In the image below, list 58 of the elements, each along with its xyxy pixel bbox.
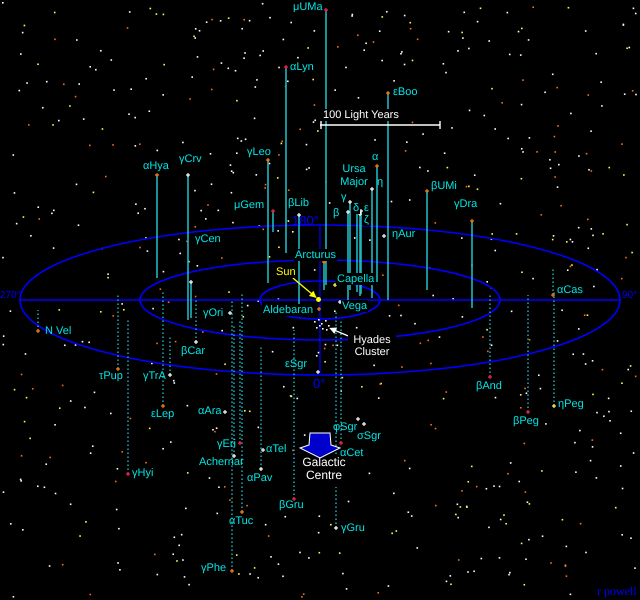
star-label: τPup <box>98 370 124 382</box>
cluster-label: Hyades Cluster <box>348 334 396 358</box>
star-label: σSgr <box>357 430 382 442</box>
star-label: γPhe <box>200 562 228 574</box>
star-label: β <box>332 207 340 219</box>
star-label: αTel <box>265 443 288 455</box>
star-label: βLib <box>287 197 310 209</box>
star-label: γEri <box>216 438 237 450</box>
sun-label: Sun <box>275 266 297 278</box>
star-label: α <box>371 151 380 163</box>
star-label: γGru <box>340 522 366 534</box>
scale-label: 100 Light Years <box>322 109 400 121</box>
star-label: αCet <box>340 447 364 459</box>
star-label: γOri <box>202 307 224 319</box>
star-label: αCas <box>556 284 584 296</box>
star-label: αLyn <box>289 61 315 73</box>
star-label: αTuc <box>228 515 254 527</box>
star-label: Aldebaran <box>262 304 314 316</box>
axis-degree-label: 0° <box>313 378 326 390</box>
star-cluster-drawing <box>312 318 330 331</box>
star-label: ηAur <box>391 228 416 240</box>
star-label: γCen <box>194 233 222 245</box>
star-label: μUMa <box>292 1 324 13</box>
leader-line <box>329 328 348 336</box>
star-label: βGru <box>278 499 305 511</box>
star-label: η <box>376 176 384 188</box>
star-label: βUMi <box>430 180 458 192</box>
star-label: ε <box>363 202 370 214</box>
star-label: γHyi <box>131 467 154 479</box>
region-label: Galactic Centre <box>301 456 346 482</box>
star-label: αHya <box>142 160 170 172</box>
leader-line <box>292 278 317 298</box>
star-label: βAnd <box>475 380 503 392</box>
star-label: ζ <box>363 214 370 226</box>
star-label: βPeg <box>512 415 540 427</box>
star-label: Achernar <box>198 456 245 468</box>
author-credit: r powell <box>596 585 638 597</box>
star-label: Arcturus <box>294 249 337 261</box>
star-label: γTrA <box>142 370 167 382</box>
star-label: φSgr <box>332 421 358 433</box>
star-label: γ <box>340 191 348 203</box>
star-label: ηPeg <box>557 398 585 410</box>
star-label: αAra <box>197 405 222 417</box>
star-label: γDra <box>453 198 478 210</box>
star-label: εSgr <box>284 358 308 370</box>
star-label: γCrv <box>178 153 203 165</box>
axis-degree-label: 270° <box>0 290 21 302</box>
sun-marker <box>316 297 321 302</box>
star-label: αPav <box>246 472 274 484</box>
star-label: γLeo <box>246 146 272 158</box>
star-label: δ <box>352 202 360 214</box>
star-label: Vega <box>341 300 368 312</box>
star-label: εBoo <box>392 86 418 98</box>
axis-degree-label: 90° <box>622 290 638 302</box>
star-label: βCar <box>180 345 206 357</box>
star-label: εLep <box>150 408 176 420</box>
star-label: Capella <box>336 273 376 285</box>
star-label: μGem <box>233 199 266 211</box>
